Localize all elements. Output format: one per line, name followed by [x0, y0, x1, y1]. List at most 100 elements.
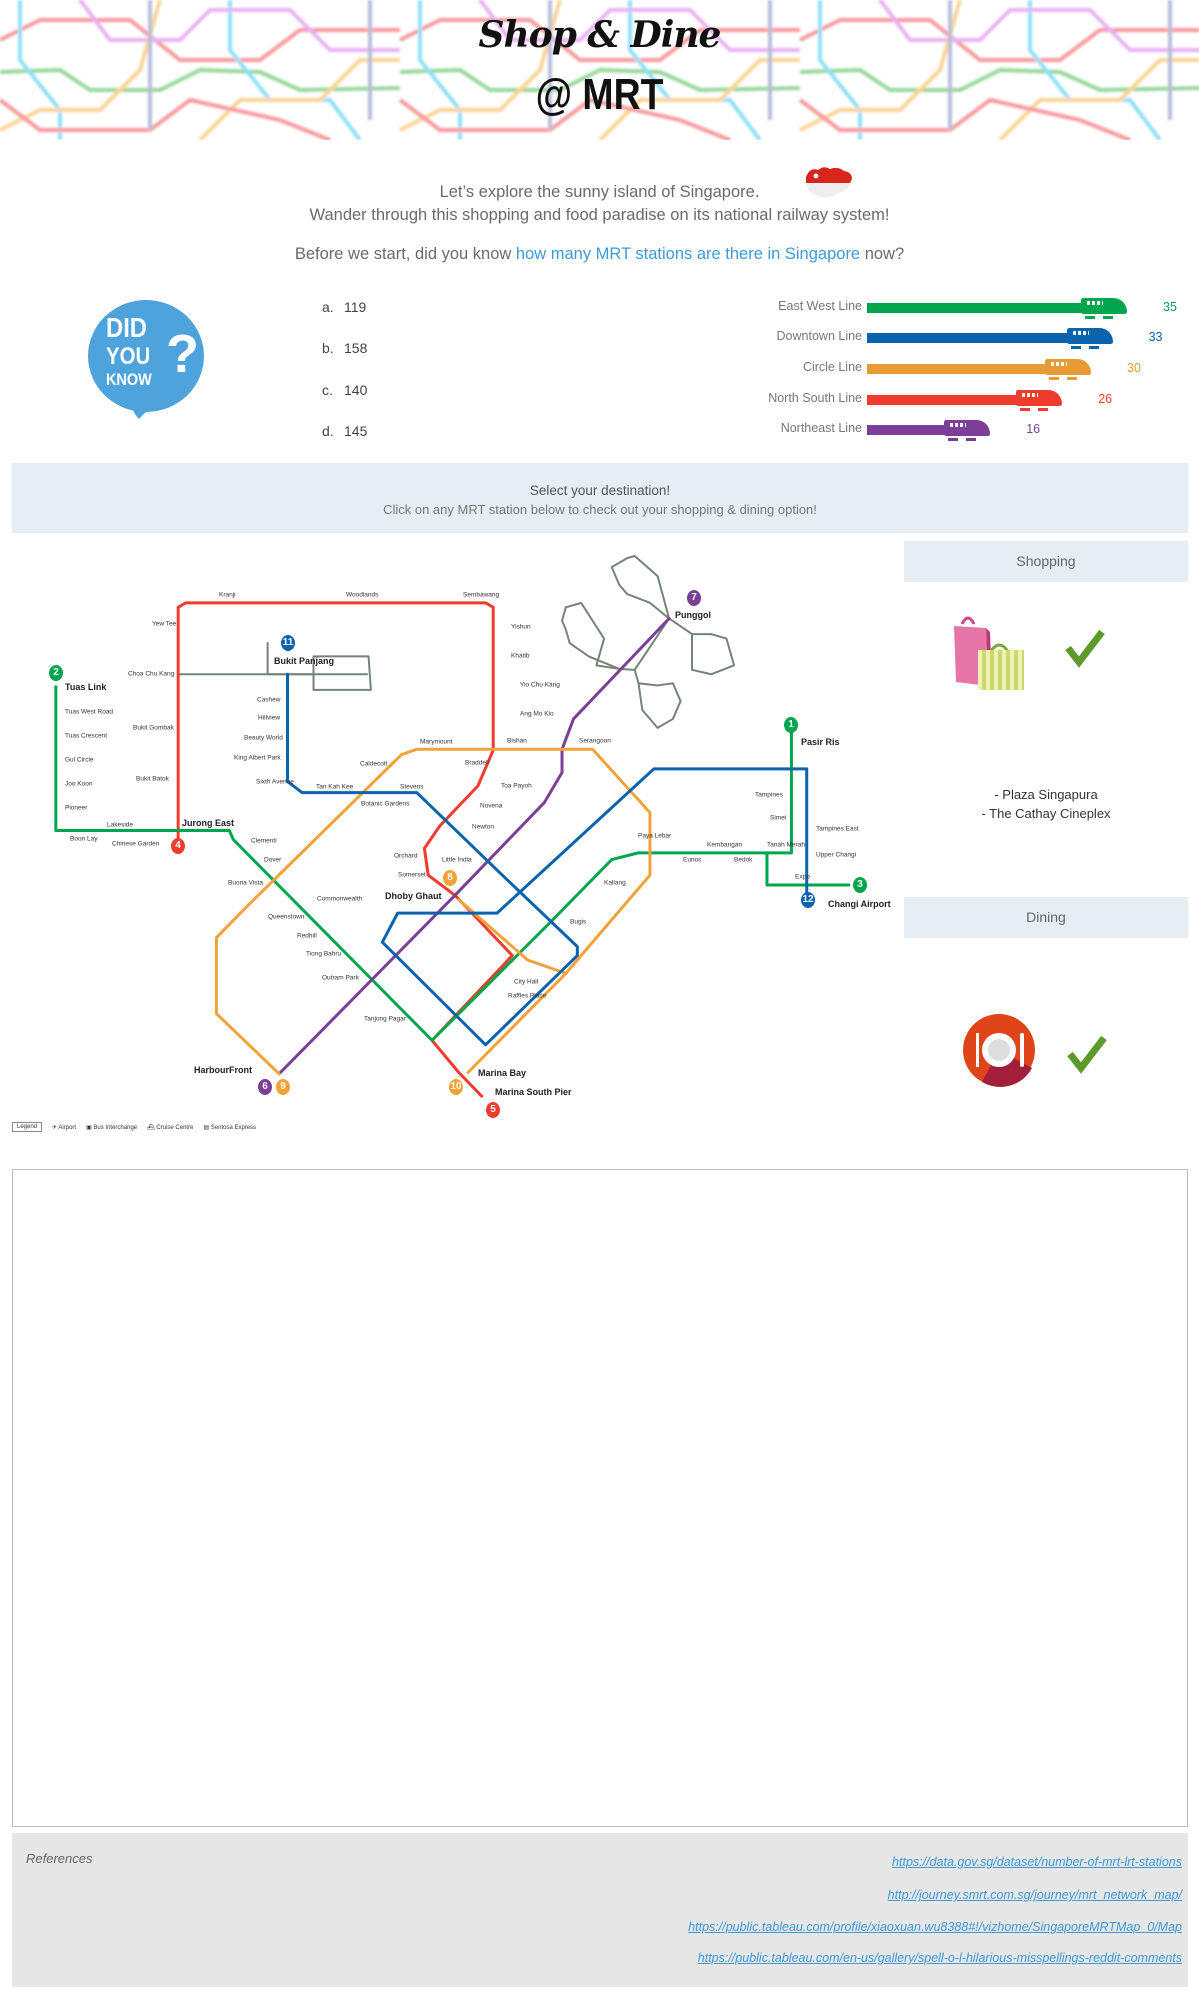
stations-question-link[interactable]: how many MRT stations are there in Singa… — [515, 245, 861, 263]
mrt-lines[interactable] — [0, 460, 1199, 1160]
option-d[interactable]: d.145 — [322, 423, 368, 439]
station-tampines-east[interactable]: Tampines East — [816, 825, 859, 833]
station-lakeside[interactable]: Lakeside — [107, 821, 134, 829]
station-orchard[interactable]: Orchard — [394, 852, 418, 860]
details-panel — [12, 1169, 1188, 1827]
option-a[interactable]: a.119 — [322, 299, 367, 315]
station-chinese-garden[interactable]: Chinese Garden — [112, 840, 160, 848]
station-toa-payoh[interactable]: Toa Payoh — [501, 782, 532, 790]
option-b[interactable]: b.158 — [322, 340, 368, 356]
bar-northeast-line[interactable] — [867, 420, 991, 441]
station-joo-koon[interactable]: Joo Koon — [65, 780, 93, 788]
station-city-hall[interactable]: City Hall — [514, 978, 539, 986]
station-yishun[interactable]: Yishun — [511, 623, 531, 631]
station-jurong-east[interactable]: Jurong East — [182, 818, 235, 828]
station-kallang[interactable]: Kallang — [604, 879, 626, 887]
station-harbourfront[interactable]: HarbourFront — [194, 1065, 252, 1075]
changi-branch[interactable] — [767, 853, 849, 885]
reference-link[interactable]: https://public.tableau.com/en-us/gallery… — [697, 1951, 1182, 1965]
station-eunos[interactable]: Eunos — [683, 856, 702, 864]
option-c[interactable]: c.140 — [322, 382, 368, 398]
station-tampines[interactable]: Tampines — [755, 791, 783, 799]
shopping-place[interactable]: - The Cathay Cineplex — [981, 806, 1111, 821]
station-tuas-link[interactable]: Tuas Link — [65, 682, 107, 692]
station-khatib[interactable]: Khatib — [511, 652, 530, 660]
station-boon-lay[interactable]: Boon Lay — [70, 835, 98, 843]
station-dhoby-ghaut[interactable]: Dhoby Ghaut — [385, 891, 442, 901]
station-choa-chu-kang[interactable]: Choa Chu Kang — [128, 670, 175, 678]
station-clementi[interactable]: Clementi — [251, 837, 277, 845]
bar-east-west-line[interactable] — [867, 298, 1127, 319]
station-serangoon[interactable]: Serangoon — [579, 737, 611, 745]
station-newton[interactable]: Newton — [472, 823, 495, 831]
station-tanjong-pagar[interactable]: Tanjong Pagar — [364, 1015, 406, 1023]
station-woodlands[interactable]: Woodlands — [346, 591, 379, 599]
station-little-india[interactable]: Little India — [442, 856, 472, 864]
dining-check-icon — [1067, 1035, 1107, 1074]
station-redhill[interactable]: Redhill — [297, 932, 317, 940]
east-west-line[interactable] — [56, 687, 792, 1041]
train-icon — [1081, 298, 1127, 319]
station-kembangan[interactable]: Kembangan — [707, 841, 743, 849]
downtown-line[interactable] — [288, 674, 807, 1045]
station-bukit-gombak[interactable]: Bukit Gombak — [133, 724, 174, 732]
station-punggol[interactable]: Punggol — [675, 610, 711, 620]
station-tan-kah-kee[interactable]: Tan Kah Kee — [316, 783, 354, 791]
bar-downtown-line[interactable] — [867, 328, 1113, 349]
station-braddell[interactable]: Braddell — [465, 759, 489, 767]
station-tanah-merah[interactable]: Tanah Merah — [767, 841, 805, 849]
station-tuas-crescent[interactable]: Tuas Crescent — [65, 732, 108, 740]
station-hillview[interactable]: Hillview — [258, 714, 281, 722]
station-bukit-panjang[interactable]: Bukit Panjang — [274, 656, 335, 666]
station-king-albert-park[interactable]: King Albert Park — [234, 754, 281, 762]
shopping-place[interactable]: - Plaza Singapura — [994, 787, 1098, 802]
station-cashew[interactable]: Cashew — [257, 696, 281, 704]
bar-north-south-line[interactable] — [867, 390, 1063, 411]
station-tiong-bahru[interactable]: Tiong Bahru — [306, 950, 342, 958]
northeast-line[interactable] — [279, 618, 669, 1073]
station-ang-mo-kio[interactable]: Ang Mo Kio — [520, 710, 554, 718]
station-gul-circle[interactable]: Gul Circle — [65, 756, 94, 764]
station-raffles-place[interactable]: Raffles Place — [508, 992, 547, 1000]
station-bedok[interactable]: Bedok — [734, 856, 753, 864]
station-beauty-world[interactable]: Beauty World — [244, 734, 283, 742]
station-sixth-avenue[interactable]: Sixth Avenue — [256, 778, 294, 786]
station-pioneer[interactable]: Pioneer — [65, 804, 88, 812]
station-caldecott[interactable]: Caldecott — [360, 760, 388, 768]
station-somerset[interactable]: Somerset — [398, 871, 426, 879]
bar-circle-line[interactable] — [867, 359, 1091, 380]
station-paya-lebar[interactable]: Paya Lebar — [638, 832, 672, 840]
station-changi-airport[interactable]: Changi Airport — [828, 899, 891, 909]
station-queenstown[interactable]: Queenstown — [268, 913, 305, 921]
station-simei[interactable]: Simei — [770, 814, 787, 822]
station-marina-south-pier[interactable]: Marina South Pier — [495, 1087, 572, 1097]
station-kranji[interactable]: Kranji — [219, 591, 236, 599]
reference-link[interactable]: http://journey.smrt.com.sg/journey/mrt_n… — [887, 1888, 1182, 1902]
station-dover[interactable]: Dover — [264, 856, 282, 864]
station-buona-vista[interactable]: Buona Vista — [228, 879, 263, 887]
station-botanic-gardens[interactable]: Botanic Gardens — [361, 800, 410, 808]
circle-line[interactable] — [216, 749, 650, 1074]
station-yio-chu-kang[interactable]: Yio Chu Kang — [520, 681, 560, 689]
station-bugis[interactable]: Bugis — [570, 918, 587, 926]
station-upper-changi[interactable]: Upper Changi — [816, 851, 857, 859]
dining-plate-icon — [963, 1014, 1035, 1087]
reference-link[interactable]: https://public.tableau.com/profile/xiaox… — [688, 1920, 1182, 1934]
station-bukit-batok[interactable]: Bukit Batok — [136, 775, 169, 783]
station-commonwealth[interactable]: Commonwealth — [317, 895, 363, 903]
station-bishan[interactable]: Bishan — [507, 737, 527, 745]
station-stevens[interactable]: Stevens — [400, 783, 424, 791]
station-yew-tee[interactable]: Yew Tee — [152, 620, 177, 628]
station-sembawang[interactable]: Sembawang — [463, 591, 500, 599]
station-pasir-ris[interactable]: Pasir Ris — [801, 737, 840, 747]
reference-link[interactable]: https://data.gov.sg/dataset/number-of-mr… — [892, 1855, 1182, 1869]
dining-header: Dining — [904, 897, 1188, 938]
station-novena[interactable]: Novena — [480, 802, 503, 810]
station-expo[interactable]: Expo — [795, 873, 810, 881]
circle-line-extension[interactable] — [468, 973, 566, 1072]
station-outram-park[interactable]: Outram Park — [322, 974, 359, 982]
station-tuas-west-road[interactable]: Tuas West Road — [65, 708, 114, 716]
station-marina-bay[interactable]: Marina Bay — [478, 1068, 527, 1078]
station-marymount[interactable]: Marymount — [420, 738, 453, 746]
